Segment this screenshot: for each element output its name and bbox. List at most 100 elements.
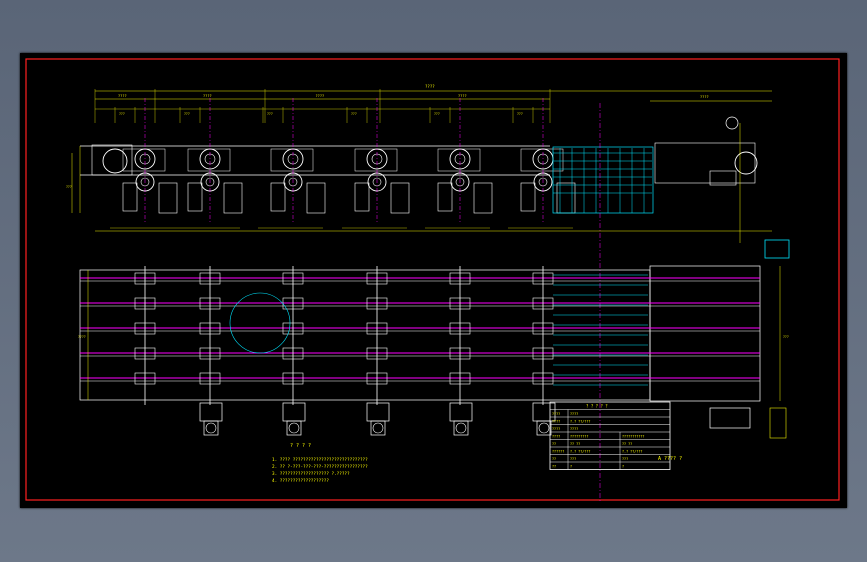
motor-icon xyxy=(366,402,390,422)
table-cell: ??? xyxy=(570,457,576,461)
motor-icon xyxy=(205,422,217,434)
turntable-outline xyxy=(229,292,291,354)
support-leg xyxy=(437,182,453,212)
sprocket-icon xyxy=(449,272,471,285)
table-cell: ???? xyxy=(552,427,560,431)
roller-housing xyxy=(122,148,166,172)
dim-right: ???? xyxy=(700,95,709,99)
border-outer xyxy=(25,58,840,501)
motor-icon xyxy=(370,420,386,436)
support-leg xyxy=(354,182,370,212)
motor-icon xyxy=(282,402,306,422)
plan-module xyxy=(282,266,304,405)
note-line-2: 2. ?? ?-???-???-???-????????????????? xyxy=(272,464,368,470)
transfer-frame xyxy=(552,146,654,214)
sprocket-icon xyxy=(532,272,554,285)
sprocket-icon xyxy=(134,347,156,360)
elevation-module xyxy=(342,98,410,229)
motor-icon xyxy=(288,422,300,434)
motor-icon xyxy=(709,407,751,429)
elevation-view: ????????????????????????????????????????… xyxy=(66,84,772,503)
table-cell: ?.? ??/??? xyxy=(570,420,590,424)
support-leg xyxy=(122,182,138,212)
sprocket-icon xyxy=(725,116,739,130)
drive-frame xyxy=(654,142,756,184)
sprocket-icon xyxy=(366,372,388,385)
note-line-3: 3. ??????????????????? ?.????? xyxy=(272,471,350,477)
sprocket-icon xyxy=(282,347,304,360)
dim-mid: ??? xyxy=(267,112,273,116)
table-cell: ???? xyxy=(552,420,560,424)
elevation-module xyxy=(258,98,326,229)
sprocket-icon xyxy=(449,372,471,385)
support-leg xyxy=(390,182,410,214)
view-label: A ???? ? xyxy=(658,456,682,462)
sprocket-icon xyxy=(199,372,221,385)
dim-height: ??? xyxy=(66,185,72,189)
support-leg xyxy=(158,182,178,214)
table-cell: ? xyxy=(622,465,624,469)
motor-icon xyxy=(455,422,467,434)
support-leg xyxy=(556,182,576,214)
elevation-module xyxy=(425,98,493,229)
table-cell: ?.? ??/??? xyxy=(570,450,590,454)
detail-box xyxy=(769,407,787,439)
table-border xyxy=(549,401,671,470)
plan-module xyxy=(199,266,221,405)
sprocket-icon xyxy=(734,151,758,175)
sprocket-icon xyxy=(366,347,388,360)
dim-mid: ??? xyxy=(517,112,523,116)
dim-segment: ???? xyxy=(203,94,212,98)
table-cell: ? xyxy=(570,465,572,469)
sprocket-icon xyxy=(134,372,156,385)
dim-overall: ???? xyxy=(425,84,435,89)
table-cell: ?.? ??/??? xyxy=(622,450,642,454)
motor-icon xyxy=(286,420,302,436)
table-cell: ????????? xyxy=(570,435,588,439)
transfer-section xyxy=(552,146,654,214)
plan-end-frame xyxy=(649,265,761,402)
motor-icon xyxy=(453,420,469,436)
table-cell: ?? ?? xyxy=(622,442,632,446)
spec-table: ? ? ? ? ??????????????.? ??/????????????… xyxy=(549,401,671,470)
note-line-4: 4. ??????????????????? xyxy=(272,478,329,484)
support-leg xyxy=(520,182,536,212)
sprocket-icon xyxy=(282,322,304,335)
sprocket-icon xyxy=(366,322,388,335)
table-cell: ??????????? xyxy=(622,435,644,439)
end-housing xyxy=(91,144,133,176)
table-cell: ??? xyxy=(622,457,628,461)
dim-mid: ??? xyxy=(351,112,357,116)
sprocket-icon xyxy=(532,322,554,335)
table-title: ? ? ? ? ? xyxy=(586,404,608,409)
table-cell: ?? xyxy=(552,457,556,461)
motor-icon xyxy=(536,420,552,436)
dim-segment: ???? xyxy=(118,94,127,98)
notes-title: ? ? ? ? xyxy=(290,443,311,449)
motor-icon xyxy=(538,422,550,434)
sprocket-icon xyxy=(199,322,221,335)
sprocket-icon xyxy=(449,347,471,360)
table-cell: ?????? xyxy=(552,450,564,454)
support-leg xyxy=(270,182,286,212)
drawing-viewport[interactable]: ????????????????????????????????????????… xyxy=(20,53,847,508)
table-cell: ???? xyxy=(552,435,560,439)
plan-view: ??????? xyxy=(78,239,790,439)
support-leg xyxy=(187,182,203,212)
plan-module xyxy=(366,266,388,405)
table-cell: ?? ?? xyxy=(570,442,580,446)
roller-housing xyxy=(354,148,398,172)
sprocket-icon xyxy=(199,272,221,285)
sprocket-icon xyxy=(134,297,156,310)
plan-module xyxy=(134,266,156,405)
sprocket-icon xyxy=(449,322,471,335)
dim-mid: ??? xyxy=(434,112,440,116)
table-cell: ?? xyxy=(552,442,556,446)
table-cell: ???? xyxy=(552,412,560,416)
roller-housing xyxy=(437,148,481,172)
dim-plan-left-label: ???? xyxy=(78,335,86,339)
sprocket-icon xyxy=(282,372,304,385)
dim-mid: ??? xyxy=(184,112,190,116)
table-cell: ???? xyxy=(570,427,578,431)
support-leg xyxy=(223,182,243,214)
